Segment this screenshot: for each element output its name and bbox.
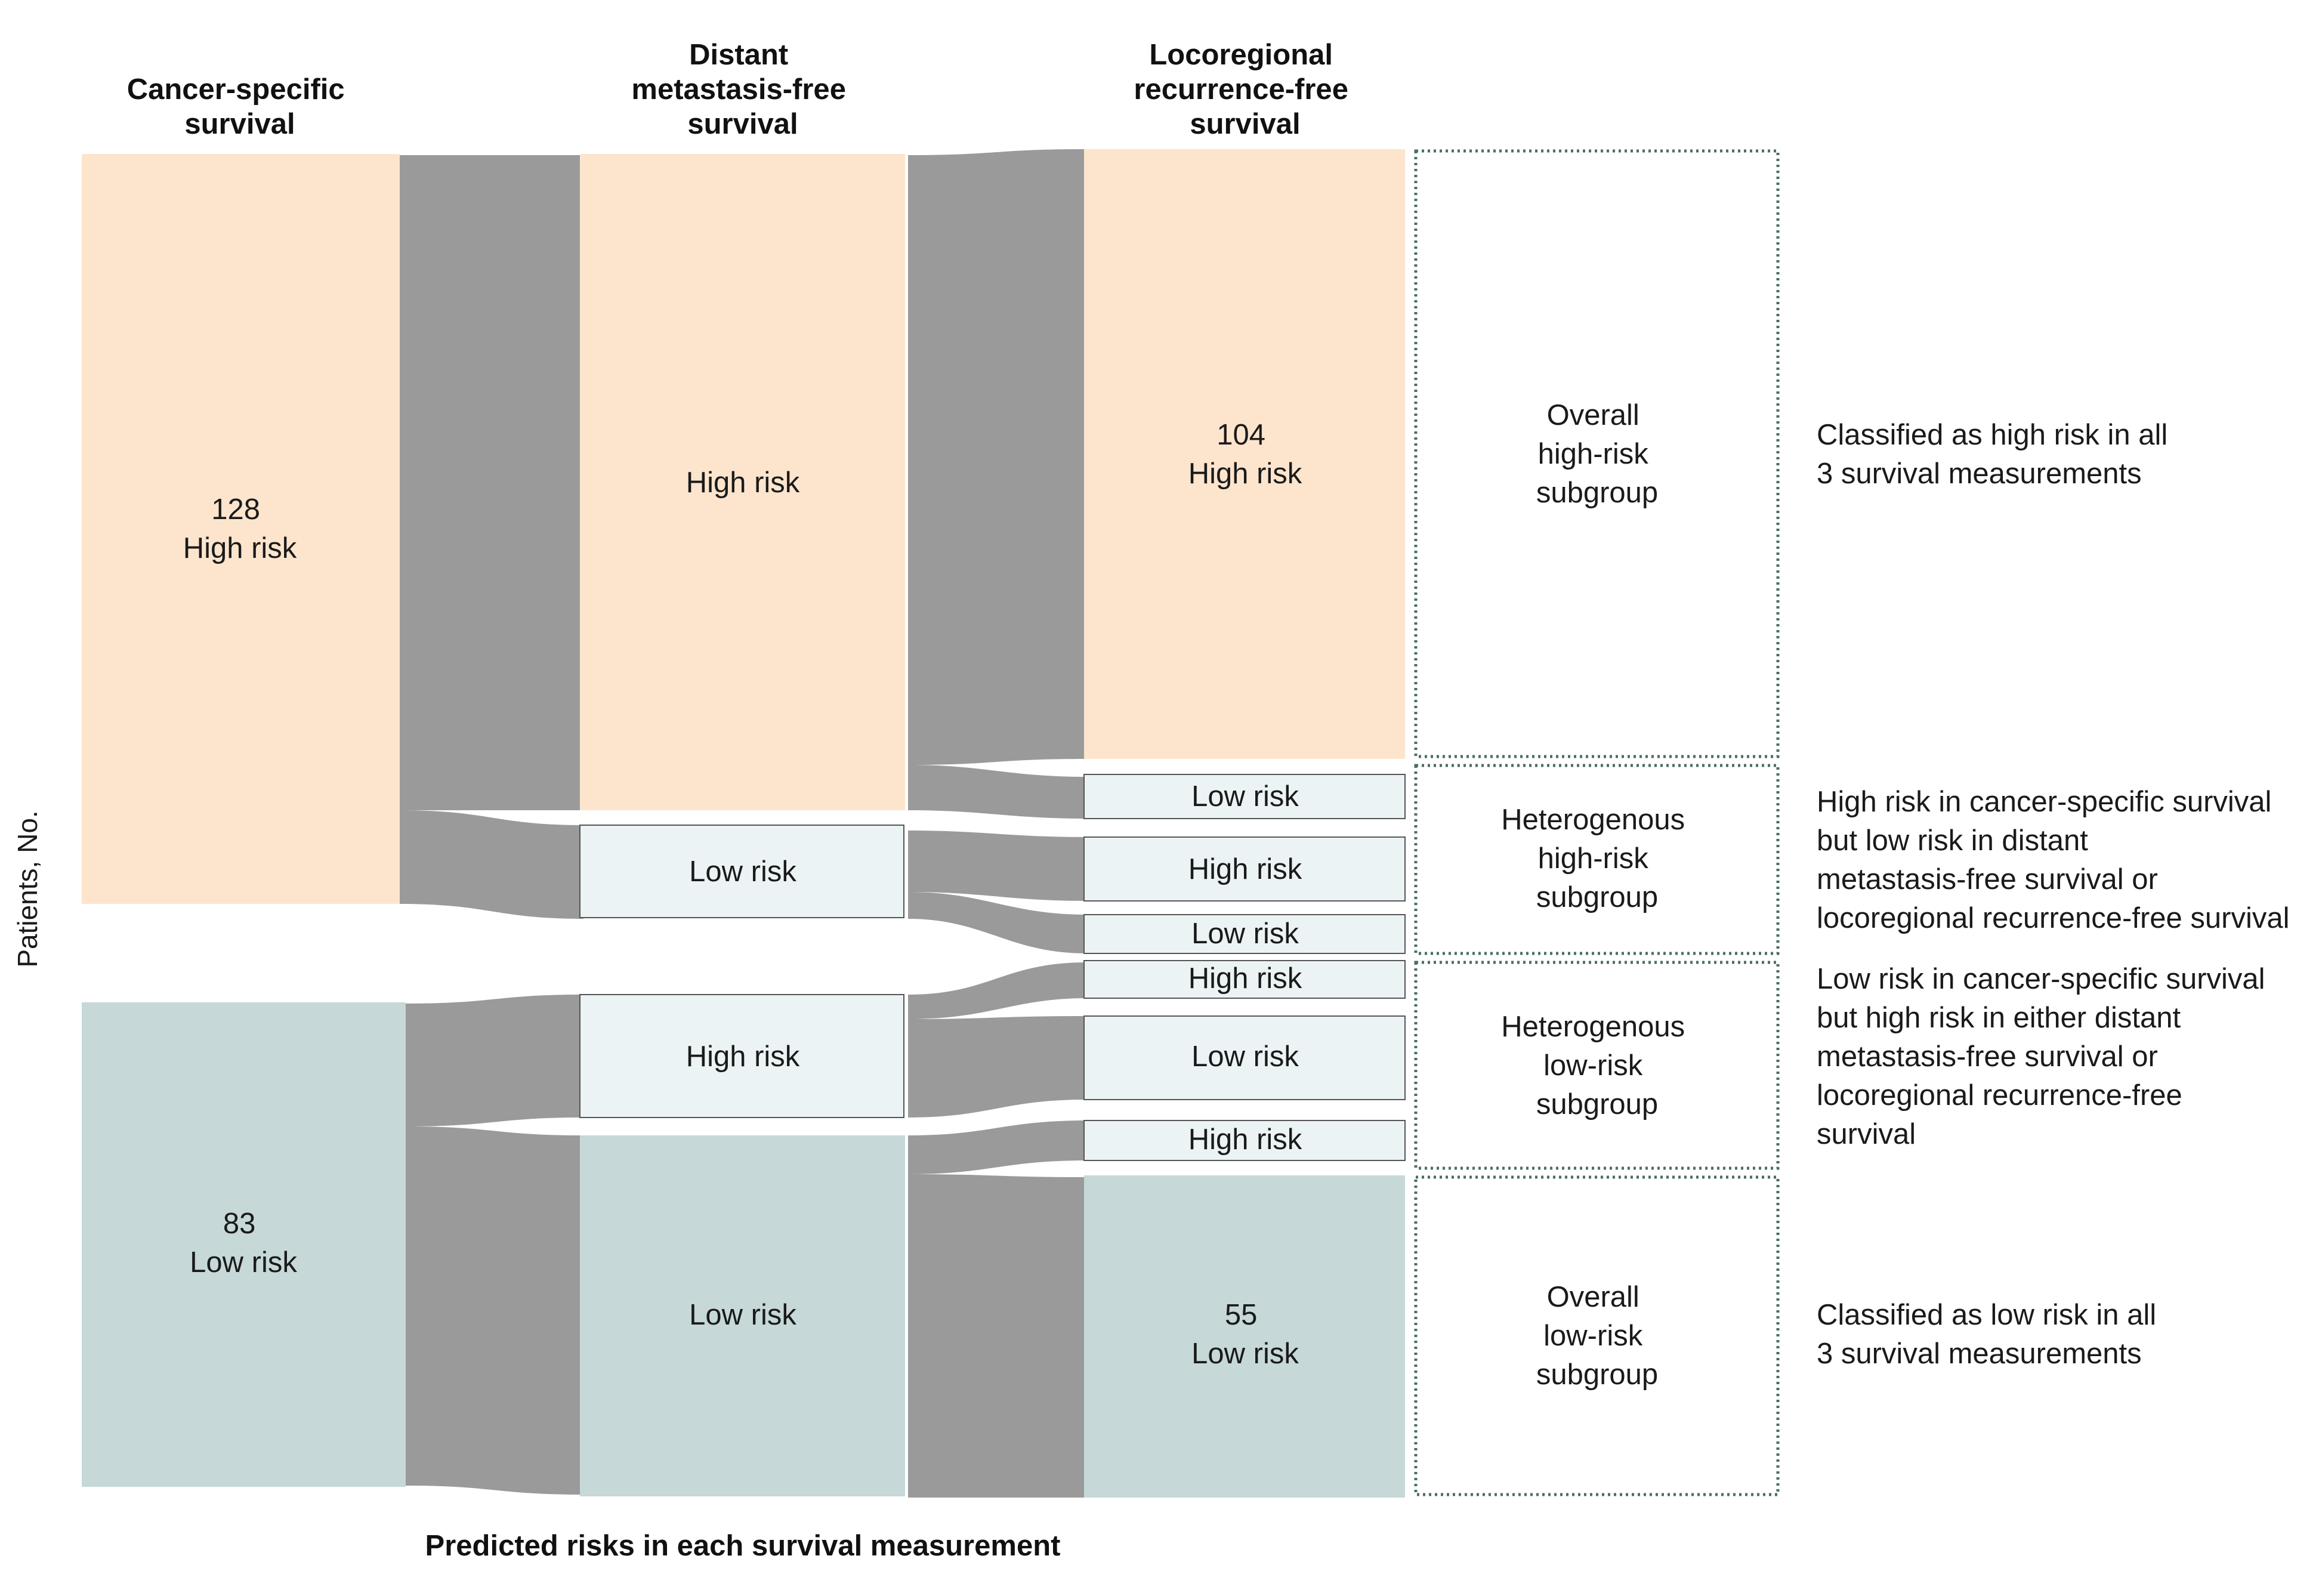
node-dmfs-low-b: Low risk (580, 1135, 905, 1496)
node-lrfs-7-label: High risk (1188, 1123, 1302, 1156)
header-cancer-specific: Cancer-specific survival (127, 73, 353, 140)
node-dmfs-high-a: High risk (580, 154, 905, 810)
subgroup-box-heterogenous-low (1414, 961, 1780, 1170)
flow-dmfs-low-to-lrfs-low (908, 892, 1087, 953)
node-dmfs-low-a-label: Low risk (689, 856, 796, 888)
node-lrfs-3: High risk (1083, 836, 1406, 902)
subgroup-box-heterogenous-high (1414, 764, 1780, 955)
node-lrfs-1: 104 High risk (1084, 149, 1405, 759)
header-locoregional: Locoregional recurrence-free survival (1134, 39, 1356, 140)
flow-dmfs-high-b-to-lrfs-low (908, 1016, 1087, 1117)
flow-css-high-to-dmfs-high (400, 155, 583, 810)
subgroup-label-overall-high: Overall high-risk subgroup (1536, 399, 1658, 509)
subgroup-desc-heterogenous-low: Low risk in cancer-specific survival but… (1817, 963, 2273, 1150)
node-lrfs-3-label: High risk (1188, 853, 1302, 885)
subgroup-label-overall-low: Overall low-risk subgroup (1536, 1281, 1658, 1391)
subgroup-box-overall-high (1414, 149, 1780, 758)
node-css-low-label: 83 Low risk (190, 1208, 297, 1279)
node-dmfs-high-a-label: High risk (686, 467, 800, 499)
y-axis-title: Patients, No. (12, 810, 43, 967)
node-lrfs-1-label: 104 High risk (1188, 419, 1302, 490)
node-css-high: 128 High risk (82, 154, 400, 904)
node-dmfs-high-b: High risk (579, 994, 904, 1118)
flow-css-low-to-dmfs-low (406, 1126, 583, 1495)
node-lrfs-8-label: 55 Low risk (1191, 1299, 1299, 1370)
flow-dmfs-high-to-lrfs-104 (908, 149, 1087, 765)
node-dmfs-high-b-label: High risk (686, 1041, 800, 1073)
x-axis-title: Predicted risks in each survival measure… (425, 1530, 1061, 1562)
flow-dmfs-low-b-to-lrfs-55 (908, 1174, 1087, 1498)
node-lrfs-2: Low risk (1083, 774, 1406, 819)
node-lrfs-8: 55 Low risk (1084, 1175, 1405, 1498)
node-lrfs-6: Low risk (1083, 1015, 1406, 1100)
subgroup-label-heterogenous-high: Heterogenous high-risk subgroup (1501, 804, 1693, 913)
subgroup-box-overall-low (1414, 1175, 1780, 1496)
node-lrfs-6-label: Low risk (1191, 1041, 1299, 1073)
node-lrfs-2-label: Low risk (1191, 780, 1299, 813)
header-distant-metastasis: Distant metastasis-free survival (631, 39, 854, 140)
flow-css-high-to-dmfs-low (400, 810, 583, 919)
subgroup-desc-overall-low: Classified as low risk in all 3 survival… (1817, 1299, 2164, 1370)
node-lrfs-7: High risk (1083, 1120, 1406, 1161)
node-css-low: 83 Low risk (82, 1002, 406, 1487)
subgroup-boxes (1414, 149, 1780, 1496)
node-lrfs-5-label: High risk (1188, 962, 1302, 995)
subgroup-desc-heterogenous-high: High risk in cancer-specific survival bu… (1817, 786, 2290, 934)
flow-dmfs-low-to-lrfs-high (908, 831, 1087, 901)
subgroup-label-heterogenous-low: Heterogenous low-risk subgroup (1501, 1011, 1693, 1120)
node-dmfs-low-b-label: Low risk (689, 1299, 796, 1331)
flow-dmfs-high-b-to-lrfs-high (908, 962, 1087, 1019)
flow-dmfs-low-b-to-lrfs-high (908, 1120, 1087, 1174)
subgroup-desc-overall-high: Classified as high risk in all 3 surviva… (1817, 419, 2176, 490)
column-headers: Cancer-specific survival Distant metasta… (127, 39, 1356, 140)
node-lrfs-5: High risk (1083, 960, 1406, 999)
flows (400, 149, 1087, 1498)
node-lrfs-4: Low risk (1083, 914, 1406, 954)
node-css-high-label: 128 High risk (183, 493, 297, 564)
flow-css-low-to-dmfs-high (406, 995, 583, 1126)
node-dmfs-low-a: Low risk (579, 825, 904, 918)
flow-dmfs-high-to-lrfs-low (908, 765, 1087, 819)
node-lrfs-4-label: Low risk (1191, 918, 1299, 950)
